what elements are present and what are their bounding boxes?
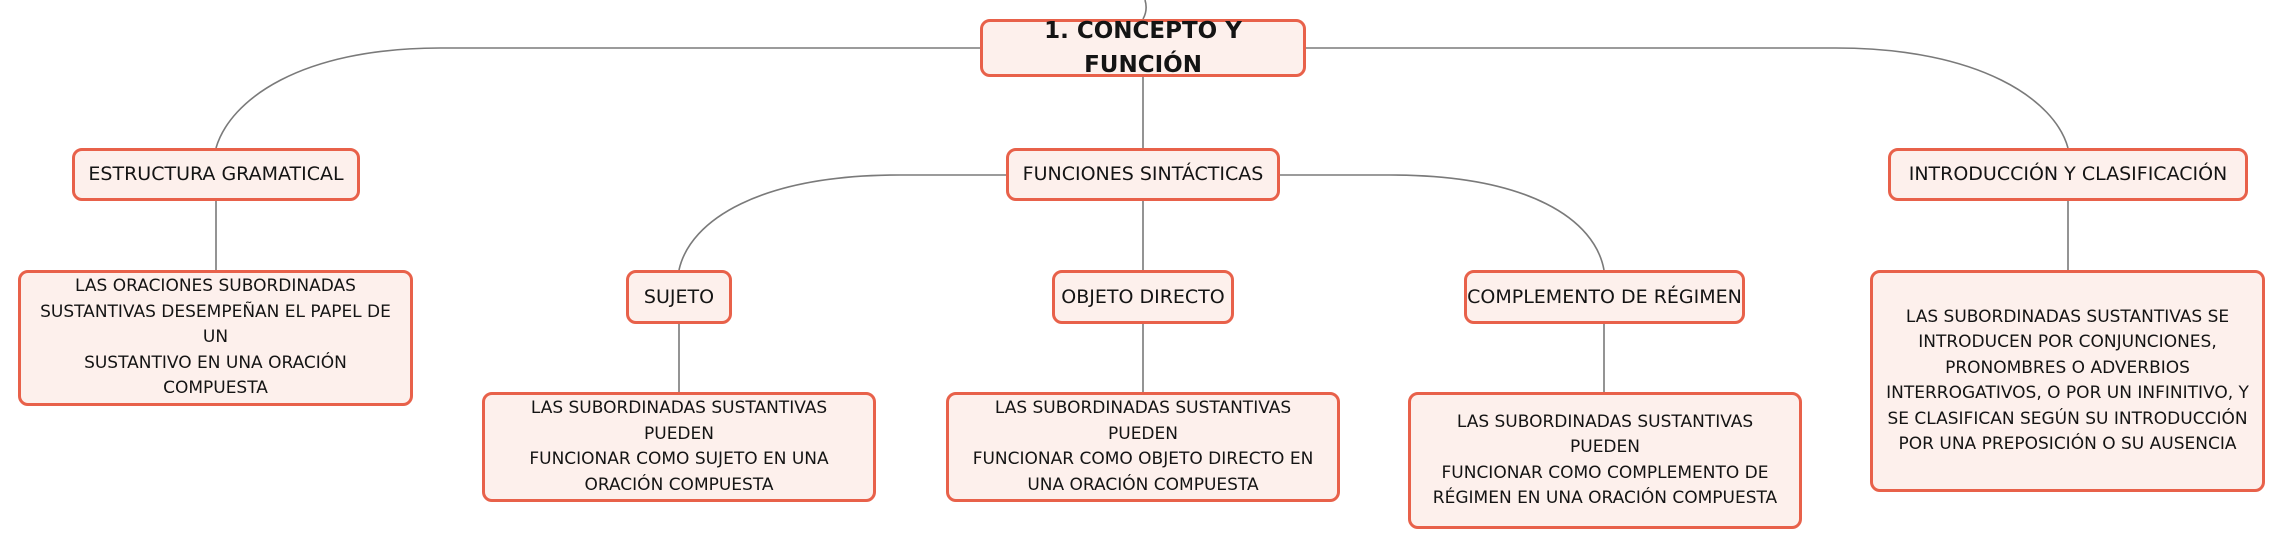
description-line: UNA ORACIÓN COMPUESTA (1027, 474, 1259, 495)
description-text: LAS SUBORDINADAS SUSTANTIVAS PUEDEN FUNC… (1423, 410, 1787, 512)
description-line: RÉGIMEN EN UNA ORACIÓN COMPUESTA (1432, 488, 1778, 508)
description-text: LAS ORACIONES SUBORDINADAS SUSTANTIVAS D… (33, 274, 398, 402)
objeto-directo-node[interactable]: OBJETO DIRECTO (1052, 270, 1234, 324)
description-line: FUNCIONAR COMO COMPLEMENTO DE (1441, 462, 1769, 483)
root-node[interactable]: 1. CONCEPTO Y FUNCIÓN (980, 18, 1306, 78)
connector-root-parent (1142, 0, 1147, 20)
description-text: LAS SUBORDINADAS SUSTANTIVAS PUEDEN FUNC… (497, 396, 861, 498)
sujeto-node[interactable]: SUJETO (626, 270, 732, 324)
root-node-label: 1. CONCEPTO Y FUNCIÓN (1044, 17, 1242, 79)
description-line: POR UNA PREPOSICIÓN O SU AUSENCIA (1898, 434, 2237, 454)
description-line: LAS SUBORDINADAS SUSTANTIVAS PUEDEN (994, 398, 1292, 444)
connector-funciones-sujeto (678, 174, 1006, 271)
complemento-regimen-description[interactable]: LAS SUBORDINADAS SUSTANTIVAS PUEDEN FUNC… (1408, 392, 1802, 529)
objeto-directo-description[interactable]: LAS SUBORDINADAS SUSTANTIVAS PUEDEN FUNC… (946, 392, 1340, 502)
description-line: SE CLASIFICAN SEGÚN SU INTRODUCCIÓN (1887, 408, 2248, 429)
description-text: LAS SUBORDINADAS SUSTANTIVAS PUEDEN FUNC… (961, 396, 1325, 498)
estructura-gramatical-label: ESTRUCTURA GRAMATICAL (88, 163, 344, 186)
connector-root-estructura (215, 47, 980, 149)
funciones-sintacticas-node[interactable]: FUNCIONES SINTÁCTICAS (1006, 148, 1280, 201)
funciones-sintacticas-label: FUNCIONES SINTÁCTICAS (1022, 163, 1264, 186)
complemento-regimen-node[interactable]: COMPLEMENTO DE RÉGIMEN (1464, 270, 1745, 324)
estructura-gramatical-description[interactable]: LAS ORACIONES SUBORDINADAS SUSTANTIVAS D… (18, 270, 413, 406)
sujeto-label: SUJETO (643, 285, 715, 308)
introduccion-clasificacion-node[interactable]: INTRODUCCIÓN Y CLASIFICACIÓN (1888, 148, 2248, 201)
objeto-directo-label: OBJETO DIRECTO (1061, 285, 1225, 308)
description-line: LAS ORACIONES SUBORDINADAS (75, 276, 356, 297)
description-line: LAS SUBORDINADAS SUSTANTIVAS SE (1905, 306, 2230, 327)
description-line: LAS SUBORDINADAS SUSTANTIVAS PUEDEN (1456, 411, 1754, 458)
introduccion-clasificacion-description[interactable]: LAS SUBORDINADAS SUSTANTIVAS SE INTRODUC… (1870, 270, 2265, 492)
description-line: FUNCIONAR COMO SUJETO EN UNA (529, 449, 829, 469)
description-line: SUSTANTIVO EN UNA ORACIÓN COMPUESTA (84, 352, 347, 399)
description-line: INTERROGATIVOS, O POR UN INFINITIVO, Y (1886, 383, 2249, 403)
estructura-gramatical-node[interactable]: ESTRUCTURA GRAMATICAL (72, 148, 360, 201)
description-line: ORACIÓN COMPUESTA (584, 474, 774, 495)
description-line: FUNCIONAR COMO OBJETO DIRECTO EN (972, 449, 1314, 469)
description-line: SUSTANTIVAS DESEMPEÑAN EL PAPEL DE UN (40, 301, 391, 348)
description-line: PRONOMBRES O ADVERBIOS (1945, 357, 2190, 378)
connector-root-introduccion (1306, 47, 2069, 149)
introduccion-clasificacion-label: INTRODUCCIÓN Y CLASIFICACIÓN (1908, 163, 2228, 186)
description-line: LAS SUBORDINADAS SUSTANTIVAS PUEDEN (530, 398, 828, 444)
connector-funciones-complemento (1280, 174, 1605, 271)
sujeto-description[interactable]: LAS SUBORDINADAS SUSTANTIVAS PUEDEN FUNC… (482, 392, 876, 502)
description-line: INTRODUCEN POR CONJUNCIONES, (1918, 332, 2217, 352)
description-text: LAS SUBORDINADAS SUSTANTIVAS SE INTRODUC… (1886, 305, 2249, 458)
complemento-regimen-label: COMPLEMENTO DE RÉGIMEN (1467, 285, 1742, 308)
